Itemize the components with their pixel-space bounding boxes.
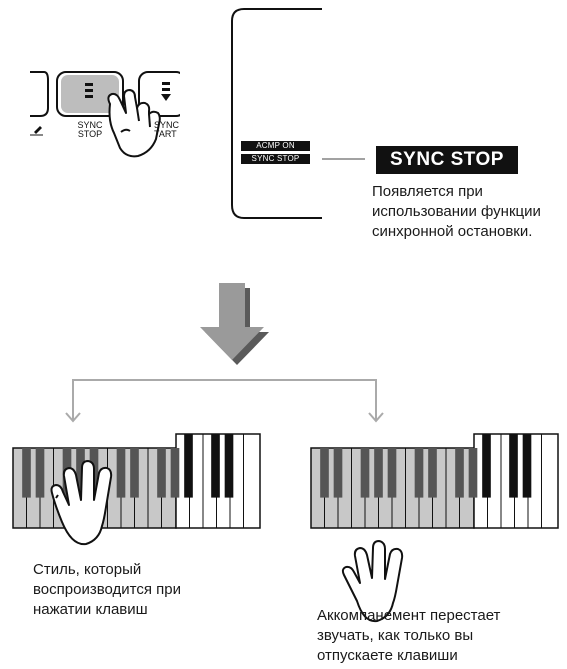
branch-connector (65, 379, 384, 423)
black-key (522, 434, 532, 498)
black-key (76, 448, 85, 498)
down-arrow-icon (200, 283, 269, 365)
callout-line-1: Появляется при (372, 183, 483, 200)
right-caption-line-3: отпускаете клавиши (317, 647, 458, 664)
sync-stop-symbol-icon (85, 83, 93, 98)
lcd-frame (231, 8, 322, 219)
black-key (333, 448, 343, 498)
left-caption-line-3: нажатии клавиш (33, 601, 148, 618)
black-key (130, 448, 139, 498)
right-caption-line-2: звучать, как только вы (317, 627, 474, 644)
left-caption: Стиль, который воспроизводится при нажат… (33, 560, 233, 620)
black-key (22, 448, 31, 498)
indicator-acmp-on: ACMP ON (241, 141, 310, 151)
black-key (414, 448, 424, 498)
sync-stop-label-top: SYNC (77, 120, 103, 130)
indicator-sync-stop: SYNC STOP (241, 154, 310, 164)
partial-left-button (30, 71, 49, 117)
hand-pointer-icon (107, 89, 161, 158)
black-key (387, 448, 397, 498)
black-key (224, 434, 234, 498)
left-caption-line-1: Стиль, который (33, 561, 142, 578)
right-caption: Аккомпанемент перестает звучать, как тол… (317, 606, 567, 666)
black-key (360, 448, 370, 498)
black-key (35, 448, 45, 498)
sync-start-label-top: SYNC (154, 120, 180, 130)
sync-start-button[interactable] (138, 60, 192, 130)
left-caption-line-2: воспроизводится при (33, 581, 181, 598)
black-key (428, 448, 437, 498)
black-key (482, 434, 491, 498)
black-key (184, 434, 193, 498)
black-key (320, 448, 329, 498)
callout-line-2: использовании функции (372, 203, 541, 220)
black-key (509, 434, 518, 498)
sync-start-label-bottom: TART (154, 129, 177, 139)
black-key (455, 448, 464, 498)
black-key (157, 448, 166, 498)
black-key (170, 448, 180, 498)
pencil-icon (34, 126, 42, 134)
callout-description: Появляется при использовании функции син… (372, 182, 567, 242)
callout-line-3: синхронной остановки. (372, 223, 533, 240)
sync-stop-label-bottom: STOP (77, 129, 103, 139)
black-key (468, 448, 478, 498)
sync-start-symbol-icon (161, 82, 171, 101)
black-key (211, 434, 220, 498)
black-key (374, 448, 383, 498)
hand-lifted-icon (341, 540, 404, 623)
sync-stop-button[interactable] (56, 71, 124, 117)
black-key (116, 448, 126, 498)
sync-stop-badge: SYNC STOP (376, 146, 518, 174)
sync-stop-label: SYNC STOP (70, 121, 110, 139)
right-caption-line-1: Аккомпанемент перестает (317, 607, 501, 624)
sync-start-label: SYNC TART (154, 121, 190, 139)
hand-open-icon (50, 460, 113, 546)
